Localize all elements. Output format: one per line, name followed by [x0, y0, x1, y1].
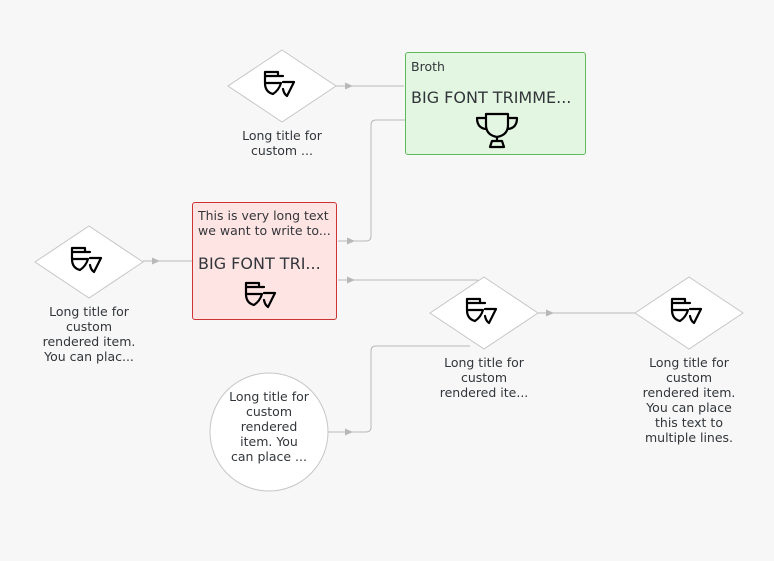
circle-node[interactable] [209, 372, 329, 492]
node-label-circle: Long title for custom rendered item. You… [229, 389, 309, 464]
node-label-left-diamond: Long title for custom rendered item. You… [42, 304, 136, 364]
node-label-mid-diamond: Long title for custom rendered ite... [439, 355, 529, 400]
connector-error-to-mid-diamond [338, 279, 482, 290]
connector-circle-to-mid-diamond [328, 345, 470, 433]
tiles-icon [70, 246, 103, 274]
node-box-heading: BIG FONT TRI... [198, 254, 321, 273]
connector-error-to-broth [338, 119, 405, 242]
diamond-node-left[interactable] [34, 225, 144, 299]
node-box-title: This is very long text we want to write … [198, 208, 331, 238]
node-box-heading: BIG FONT TRIMME... [411, 88, 572, 107]
diamond-node-right[interactable] [634, 276, 744, 350]
tiles-icon [465, 297, 498, 325]
trophy-icon [475, 112, 519, 149]
connector-arrowhead [347, 276, 355, 284]
connector-arrowhead [345, 428, 353, 436]
diamond-node-mid[interactable] [429, 276, 539, 350]
connector-arrowhead [345, 82, 353, 90]
tiles-icon [263, 70, 296, 98]
node-box-broth[interactable]: Broth BIG FONT TRIMME... [405, 52, 586, 155]
diamond-node-top[interactable] [227, 49, 337, 123]
node-box-error[interactable]: This is very long text we want to write … [192, 202, 337, 320]
connector-arrowhead [152, 257, 160, 265]
node-label-top-diamond: Long title for custom ... [242, 128, 322, 158]
tiles-icon [244, 281, 277, 309]
node-label-right-diamond: Long title for custom rendered item. You… [642, 355, 736, 445]
connector-arrowhead [347, 237, 355, 245]
connector-arrowhead [546, 309, 554, 317]
tiles-icon [670, 297, 703, 325]
node-box-title: Broth [411, 59, 445, 74]
